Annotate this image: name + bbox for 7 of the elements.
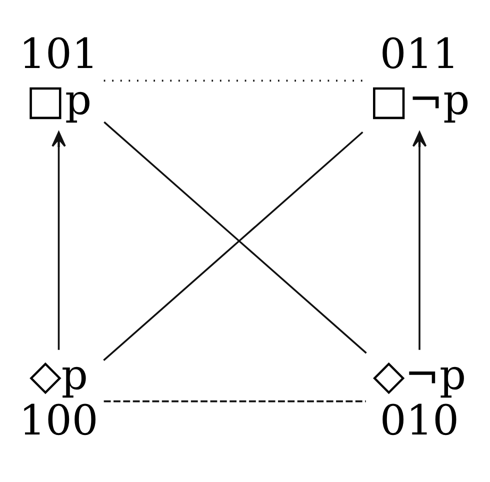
connector [104, 400, 366, 402]
node-text: ◇¬p 010 [372, 350, 466, 445]
arrow [412, 131, 427, 350]
node-text: 101 □p [19, 30, 98, 124]
arrow [52, 131, 66, 350]
node-text: 011 □¬p [369, 30, 470, 124]
node-text: ◇p 100 [19, 350, 98, 445]
